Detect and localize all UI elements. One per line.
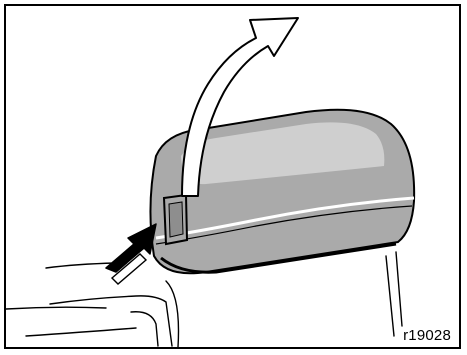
armrest-illustration bbox=[6, 6, 459, 347]
figure-frame: r19028 bbox=[4, 4, 461, 349]
figure-reference-code: r19028 bbox=[403, 327, 451, 344]
